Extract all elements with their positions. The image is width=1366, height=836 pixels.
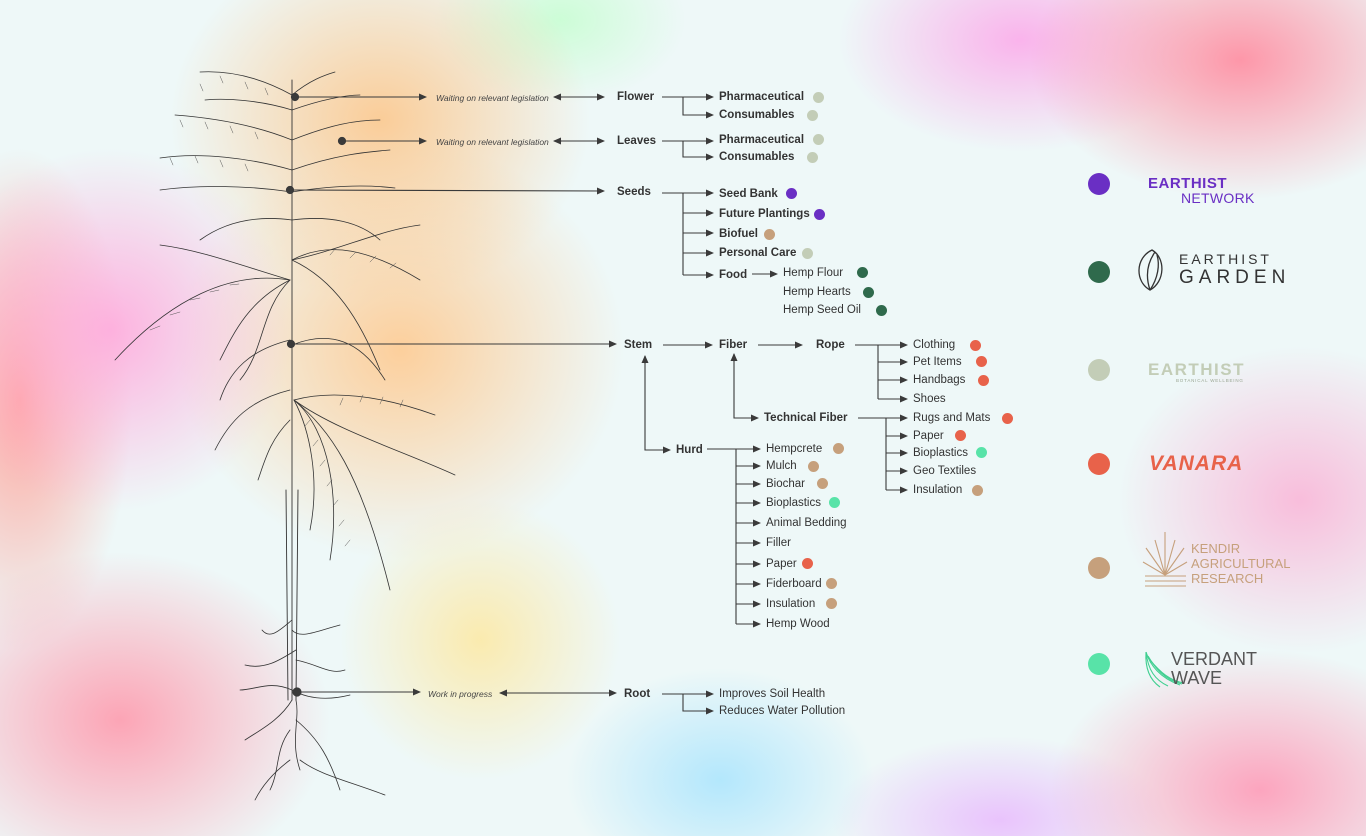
seeds-seed-bank: Seed Bank bbox=[719, 188, 778, 200]
hurd-item: Biochar bbox=[766, 478, 805, 490]
part-flower: Flower bbox=[617, 91, 655, 103]
food-hemp-hearts: Hemp Hearts bbox=[783, 286, 851, 298]
vanara-logo-text: VANARA bbox=[1149, 452, 1244, 475]
kendir-dot bbox=[764, 229, 775, 240]
seeds-food: Food bbox=[719, 269, 748, 281]
leaves-consumables: Consumables bbox=[719, 151, 795, 163]
flower-consumables: Consumables bbox=[719, 109, 795, 121]
hurd-item: Insulation bbox=[766, 598, 816, 610]
earthist-garden-dot bbox=[857, 267, 868, 278]
earthist-logo-line1: EARTHIST bbox=[1148, 360, 1245, 379]
part-leaves: Leaves bbox=[617, 135, 657, 147]
kendir-logo-line3: RESEARCH bbox=[1191, 571, 1264, 586]
food-hemp-flour: Hemp Flour bbox=[783, 267, 844, 279]
hurd-item: Fiderboard bbox=[766, 578, 822, 590]
part-seeds: Seeds bbox=[617, 186, 651, 198]
earthist-dot bbox=[813, 134, 824, 145]
vanara-logo: VANARA bbox=[1149, 452, 1243, 476]
leaves-status-note: Waiting on relevant legislation bbox=[436, 137, 549, 147]
hurd-item: Paper bbox=[766, 558, 797, 570]
kendir-dot bbox=[833, 443, 844, 454]
root-status-note: Work in progress bbox=[428, 689, 493, 699]
vanara-dot bbox=[970, 340, 981, 351]
kendir-dot bbox=[972, 485, 983, 496]
seeds-biofuel: Biofuel bbox=[719, 228, 758, 240]
verdant-wave-logo: VERDANT WAVE bbox=[1171, 650, 1257, 688]
earthist-dot bbox=[802, 248, 813, 259]
tech-fiber-item: Geo Textiles bbox=[913, 465, 977, 477]
earthist-network-logo-line1: EARTHIST bbox=[1148, 175, 1227, 192]
seeds-future-plantings: Future Plantings bbox=[719, 208, 810, 220]
legend-dot-vanara bbox=[1088, 453, 1110, 475]
rope-item: Clothing bbox=[913, 339, 956, 351]
hurd-item: Bioplastics bbox=[766, 497, 821, 509]
kendir-dot bbox=[826, 598, 837, 609]
tech-fiber-item: Rugs and Mats bbox=[913, 412, 991, 424]
seeds-personal-care: Personal Care bbox=[719, 247, 797, 259]
vanara-dot bbox=[978, 375, 989, 386]
vanara-dot bbox=[955, 430, 966, 441]
verdant-wave-icon bbox=[1145, 651, 1185, 688]
hurd-item: Hempcrete bbox=[766, 443, 823, 455]
kendir-dot bbox=[817, 478, 828, 489]
kendir-dot bbox=[826, 578, 837, 589]
legend-dot-earthist-garden bbox=[1088, 261, 1110, 283]
verdant-wave-dot bbox=[976, 447, 987, 458]
stem-technical-fiber: Technical Fiber bbox=[764, 412, 848, 424]
stem-hurd: Hurd bbox=[676, 444, 703, 456]
verdant-wave-logo-line1: VERDANT bbox=[1171, 649, 1258, 669]
earthist-dot bbox=[813, 92, 824, 103]
earthist-dot bbox=[807, 152, 818, 163]
earthist-garden-dot bbox=[876, 305, 887, 316]
vanara-dot bbox=[1002, 413, 1013, 424]
rope-item: Shoes bbox=[913, 393, 946, 405]
rope-item: Handbags bbox=[913, 374, 966, 386]
legend-dot-earthist bbox=[1088, 359, 1110, 381]
hurd-item: Animal Bedding bbox=[766, 517, 847, 529]
earthist-network-logo-line2: NETWORK bbox=[1181, 190, 1255, 206]
flower-pharmaceutical: Pharmaceutical bbox=[719, 91, 805, 103]
stem-fiber: Fiber bbox=[719, 339, 748, 351]
root-water-pollution: Reduces Water Pollution bbox=[719, 705, 846, 717]
earthist-network-dot bbox=[786, 188, 797, 199]
part-root: Root bbox=[624, 688, 651, 700]
earthist-network-dot bbox=[814, 209, 825, 220]
earthist-garden-seed-icon bbox=[1138, 249, 1163, 291]
kendir-logo-line2: AGRICULTURAL bbox=[1191, 556, 1291, 571]
hemp-plant-illustration bbox=[114, 71, 456, 801]
flower-status-note: Waiting on relevant legislation bbox=[436, 93, 549, 103]
legend-dot-earthist-network bbox=[1088, 173, 1110, 195]
hurd-item: Mulch bbox=[766, 460, 797, 472]
kendir-dot bbox=[808, 461, 819, 472]
earthist-garden-logo: EARTHIST GARDEN bbox=[1179, 251, 1290, 289]
stem-rope: Rope bbox=[816, 339, 845, 351]
earthist-network-logo: EARTHIST NETWORK bbox=[1148, 176, 1255, 205]
hurd-item: Filler bbox=[766, 537, 791, 549]
kendir-sunburst-icon bbox=[1142, 532, 1188, 587]
verdant-wave-dot bbox=[829, 497, 840, 508]
earthist-garden-logo-line1: EARTHIST bbox=[1179, 251, 1272, 267]
earthist-logo-line2: BOTANICAL WELLBEING bbox=[1176, 378, 1244, 383]
hurd-item: Hemp Wood bbox=[766, 618, 830, 630]
tech-fiber-item: Paper bbox=[913, 430, 944, 442]
earthist-garden-dot bbox=[863, 287, 874, 298]
legend-dot-kendir bbox=[1088, 557, 1110, 579]
leaves-pharmaceutical: Pharmaceutical bbox=[719, 134, 805, 146]
rope-item: Pet Items bbox=[913, 356, 962, 368]
earthist-logo: EARTHIST BOTANICAL WELLBEING bbox=[1148, 361, 1245, 384]
vanara-dot bbox=[976, 356, 987, 367]
food-hemp-seed-oil: Hemp Seed Oil bbox=[783, 304, 861, 316]
part-stem: Stem bbox=[624, 339, 653, 351]
vanara-dot bbox=[802, 558, 813, 569]
legend-dot-verdant-wave bbox=[1088, 653, 1110, 675]
verdant-wave-logo-line2: WAVE bbox=[1171, 668, 1223, 688]
root-soil-health: Improves Soil Health bbox=[719, 688, 826, 700]
tech-fiber-item: Bioplastics bbox=[913, 447, 968, 459]
earthist-garden-logo-line2: GARDEN bbox=[1179, 267, 1291, 288]
tech-fiber-item: Insulation bbox=[913, 484, 963, 496]
earthist-dot bbox=[807, 110, 818, 121]
kendir-logo: KENDIR AGRICULTURAL RESEARCH bbox=[1191, 541, 1290, 586]
kendir-logo-line1: KENDIR bbox=[1191, 541, 1241, 556]
